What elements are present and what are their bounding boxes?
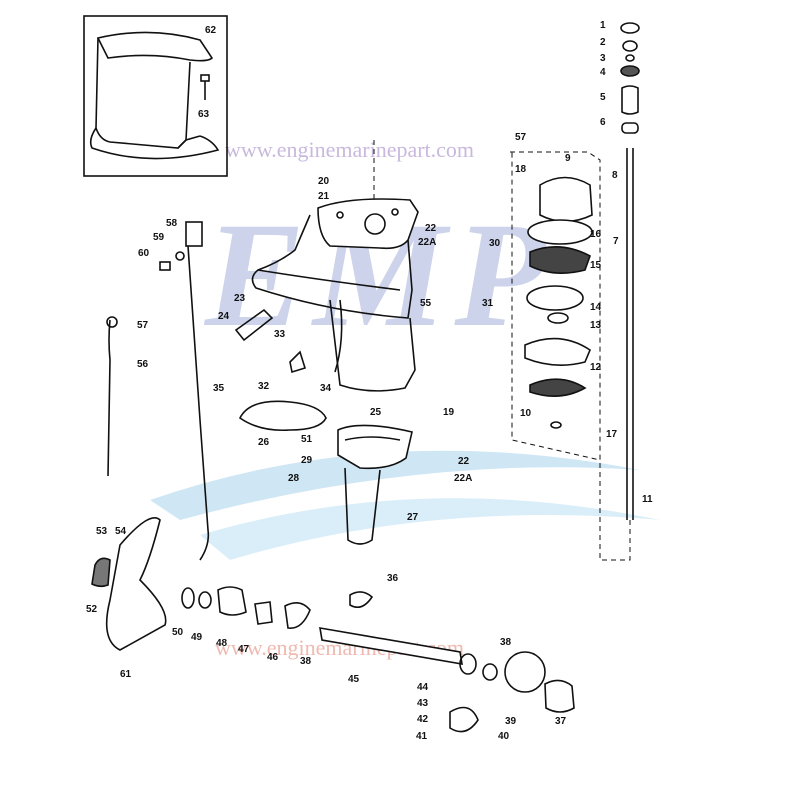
callout-47: 47 — [238, 644, 250, 655]
callout-49: 49 — [191, 632, 203, 643]
callout-44: 44 — [417, 682, 429, 693]
alignment-dashes — [373, 140, 631, 561]
callout-7: 7 — [613, 236, 619, 247]
propeller-assembly — [91, 517, 575, 733]
callout-9: 9 — [565, 153, 571, 164]
callout-57-right: 57 — [515, 132, 527, 143]
callout-38-top: 38 — [500, 637, 512, 648]
callout-15: 15 — [590, 260, 602, 271]
callout-56: 56 — [137, 359, 149, 370]
watermark-url-top: www.enginemarinepart.com — [225, 137, 474, 162]
watermark-swoosh — [150, 450, 640, 520]
callout-34: 34 — [320, 383, 332, 394]
callout-42: 42 — [417, 714, 429, 725]
callout-22-top: 22 — [425, 223, 437, 234]
callout-13: 13 — [590, 320, 602, 331]
callout-21: 21 — [318, 191, 330, 202]
driveshaft-housing — [251, 198, 419, 392]
callout-26: 26 — [258, 437, 270, 448]
water-pump-stack — [524, 22, 640, 520]
callout-37: 37 — [555, 716, 567, 727]
callout-45: 45 — [348, 674, 360, 685]
callout-5: 5 — [600, 92, 606, 103]
callout-17: 17 — [606, 429, 618, 440]
callout-24: 24 — [218, 311, 230, 322]
callout-43: 43 — [417, 698, 429, 709]
callout-12: 12 — [590, 362, 602, 373]
callout-28: 28 — [288, 473, 300, 484]
callout-22A-bottom: 22A — [454, 473, 472, 484]
callout-4: 4 — [600, 67, 606, 78]
callout-48: 48 — [216, 638, 228, 649]
callout-22A-top: 22A — [418, 237, 436, 248]
callout-2: 2 — [600, 37, 606, 48]
callout-59: 59 — [153, 232, 165, 243]
callout-53: 53 — [96, 526, 108, 537]
callout-55: 55 — [420, 298, 432, 309]
callout-8: 8 — [612, 170, 618, 181]
callouts: 1 2 3 4 5 6 7 8 9 10 11 12 13 14 15 16 1… — [86, 20, 653, 742]
callout-40: 40 — [498, 731, 510, 742]
lower-gearcase — [337, 424, 413, 545]
callout-35: 35 — [213, 383, 225, 394]
callout-63: 63 — [198, 109, 210, 120]
callout-50: 50 — [172, 627, 184, 638]
callout-3: 3 — [600, 53, 606, 64]
callout-51: 51 — [301, 434, 313, 445]
callout-27: 27 — [407, 512, 419, 523]
callout-25: 25 — [370, 407, 382, 418]
callout-39: 39 — [505, 716, 517, 727]
callout-30: 30 — [489, 238, 501, 249]
callout-46: 46 — [267, 652, 279, 663]
callout-23: 23 — [234, 293, 246, 304]
callout-18: 18 — [515, 164, 527, 175]
callout-29: 29 — [301, 455, 313, 466]
callout-38-bottom: 38 — [300, 656, 312, 667]
shift-linkage — [106, 221, 327, 561]
callout-32: 32 — [258, 381, 270, 392]
callout-22-bottom: 22 — [458, 456, 470, 467]
callout-60: 60 — [138, 248, 150, 259]
callout-31: 31 — [482, 298, 494, 309]
callout-57-left: 57 — [137, 320, 149, 331]
callout-61: 61 — [120, 669, 132, 680]
callout-6: 6 — [600, 117, 606, 128]
callout-11: 11 — [642, 494, 653, 505]
callout-52: 52 — [86, 604, 98, 615]
callout-19: 19 — [443, 407, 455, 418]
callout-54: 54 — [115, 526, 127, 537]
callout-10: 10 — [520, 408, 532, 419]
callout-62: 62 — [205, 25, 217, 36]
callout-1: 1 — [600, 20, 606, 31]
callout-16: 16 — [590, 229, 602, 240]
callout-20: 20 — [318, 176, 330, 187]
callout-14: 14 — [590, 302, 602, 313]
callout-41: 41 — [416, 731, 428, 742]
callout-36: 36 — [387, 573, 399, 584]
inset-exhaust-housing — [83, 15, 228, 177]
callout-58: 58 — [166, 218, 178, 229]
watermark-swoosh-2 — [200, 498, 660, 560]
callout-33: 33 — [274, 329, 286, 340]
